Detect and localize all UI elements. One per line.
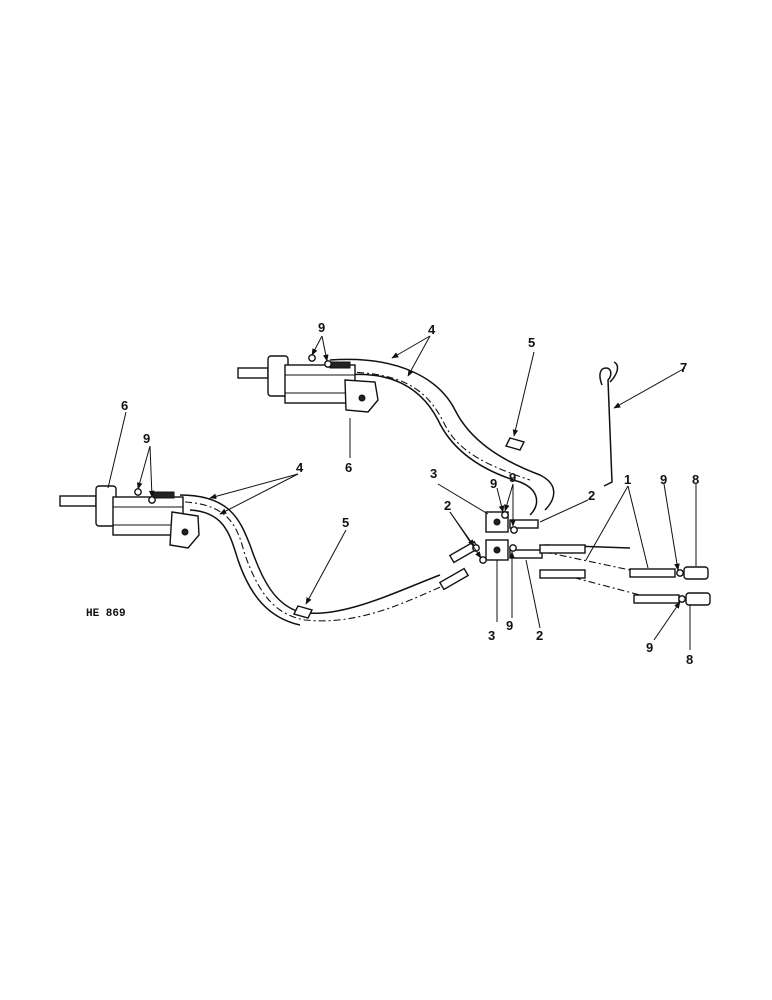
- valve-blocks: [485, 511, 586, 579]
- o-rings: [134, 354, 686, 603]
- callout-9: 9: [506, 618, 513, 633]
- hydraulic-cylinder-upper: [237, 355, 379, 413]
- callout-2: 2: [536, 628, 543, 643]
- callout-9: 9: [143, 431, 150, 446]
- callout-9: 9: [318, 320, 325, 335]
- callout-labels: 1 2 2 2 3 3 4 4 5 5 6 6 7 8 8 9 9 9 9 9 …: [121, 320, 699, 667]
- hose-assemblies: [179, 358, 641, 626]
- callout-3: 3: [488, 628, 495, 643]
- callout-9: 9: [490, 476, 497, 491]
- callout-7: 7: [680, 360, 687, 375]
- callout-4: 4: [428, 322, 436, 337]
- callout-9: 9: [509, 470, 516, 485]
- hydraulic-cylinder-lower: [59, 485, 200, 549]
- hose-support-rod: [599, 361, 619, 487]
- callout-5: 5: [528, 335, 535, 350]
- callout-9: 9: [646, 640, 653, 655]
- callout-6: 6: [121, 398, 128, 413]
- hose-end-fittings: [438, 540, 711, 606]
- callout-1: 1: [624, 472, 631, 487]
- callout-8: 8: [692, 472, 699, 487]
- callout-4: 4: [296, 460, 304, 475]
- callout-6: 6: [345, 460, 352, 475]
- callout-2: 2: [444, 498, 451, 513]
- callout-5: 5: [342, 515, 349, 530]
- figure-code: HE 869: [86, 608, 126, 620]
- callout-8: 8: [686, 652, 693, 667]
- leader-lines: [107, 335, 697, 650]
- hose-clips: [292, 437, 526, 619]
- callout-3: 3: [430, 466, 437, 481]
- callout-9: 9: [660, 472, 667, 487]
- callout-2: 2: [588, 488, 595, 503]
